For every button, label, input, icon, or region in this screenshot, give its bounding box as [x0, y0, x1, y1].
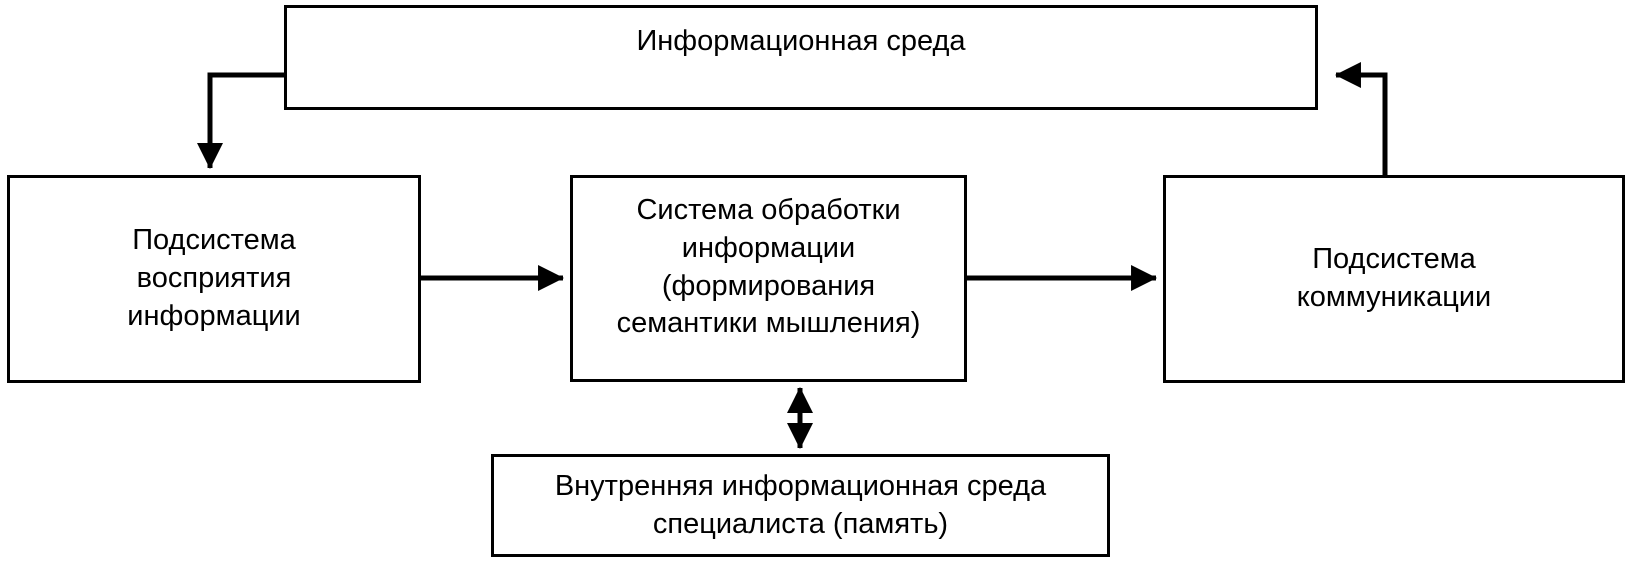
node-information-environment[interactable]: Информационная среда	[284, 5, 1318, 110]
edge-environment-to-perception	[197, 72, 284, 170]
node-information-processing-system[interactable]: Система обработки информации (формирован…	[570, 175, 967, 382]
node-perception-subsystem[interactable]: Подсистема восприятия информации	[7, 175, 421, 383]
node-communication-subsystem[interactable]: Подсистема коммуникации	[1163, 175, 1625, 383]
node-information-environment-label: Информационная среда	[636, 24, 966, 57]
node-internal-information-environment[interactable]: Внутренняя информационная среда специали…	[491, 454, 1110, 557]
node-information-processing-system-label: Система обработки информации (формирован…	[616, 194, 921, 340]
node-communication-subsystem-label: Подсистема коммуникации	[1296, 243, 1492, 313]
node-perception-subsystem-label: Подсистема восприятия информации	[127, 224, 301, 332]
node-internal-information-environment-label: Внутренняя информационная среда специали…	[554, 469, 1047, 540]
